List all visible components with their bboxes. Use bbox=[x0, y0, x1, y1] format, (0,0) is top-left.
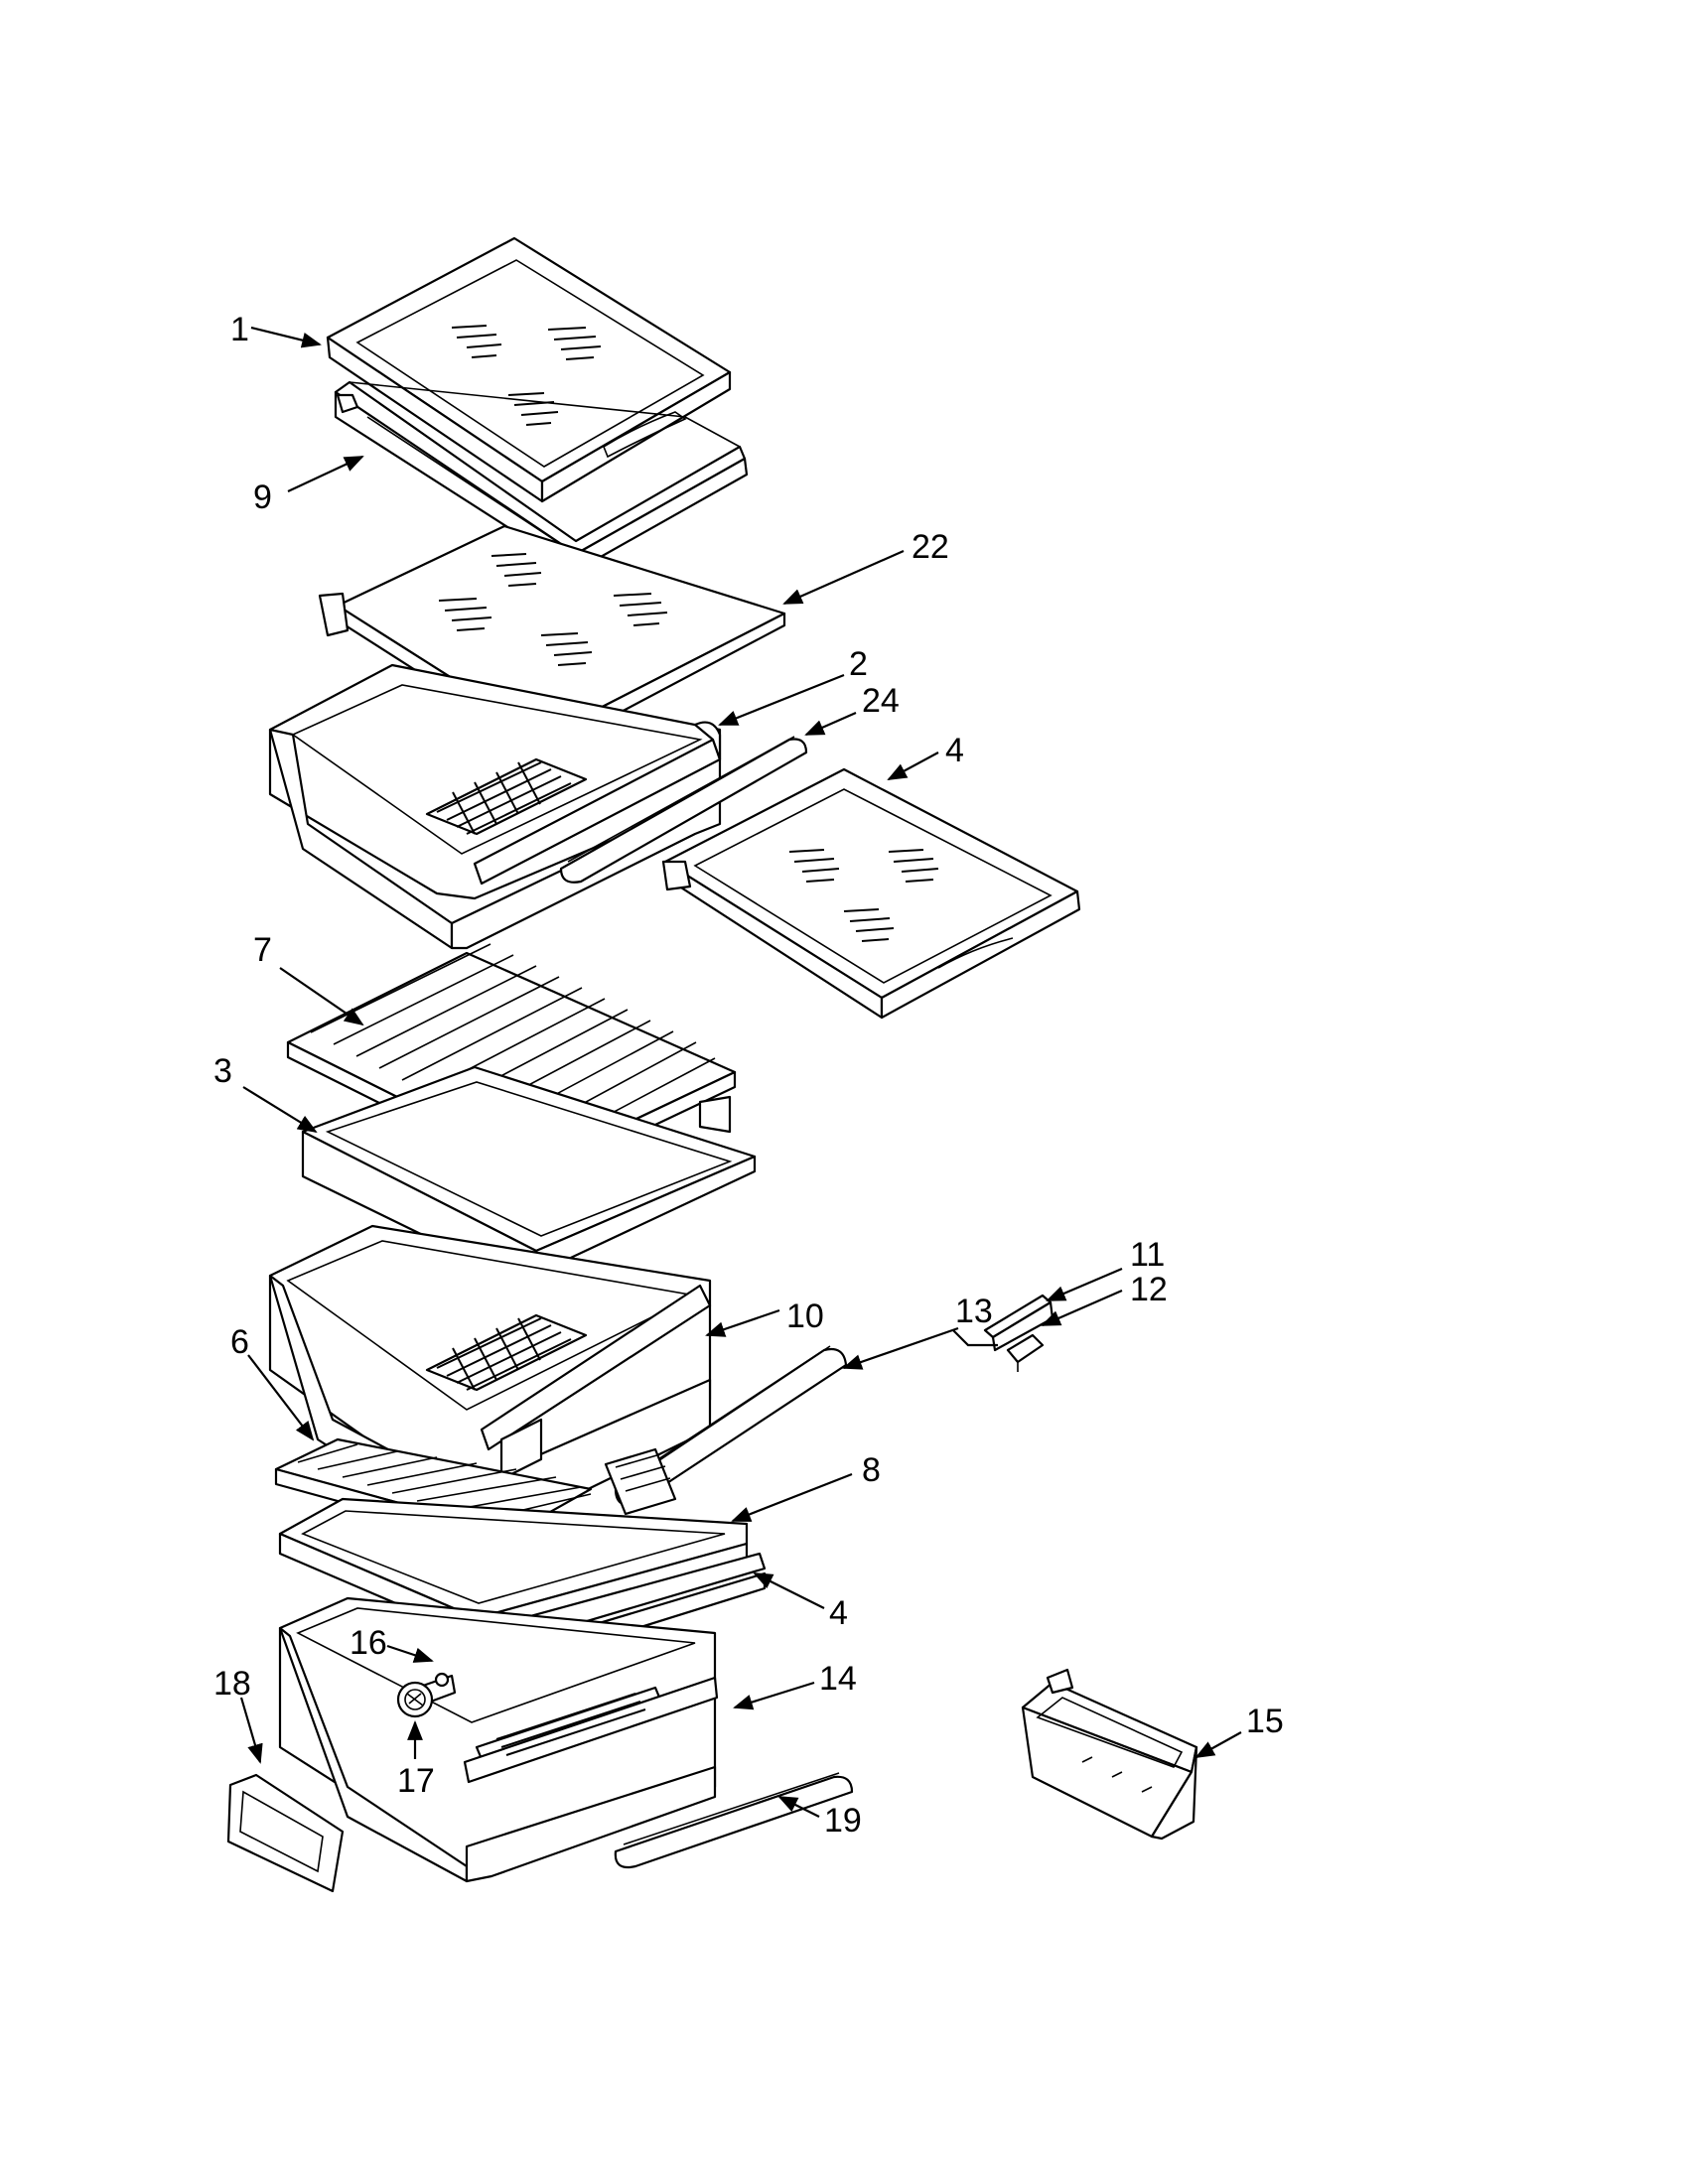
part-18-label-frame bbox=[226, 1773, 345, 1893]
callout-19: 19 bbox=[824, 1802, 862, 1840]
callout-12: 12 bbox=[1130, 1271, 1168, 1308]
part-4-upper-shelf bbox=[661, 767, 1081, 1020]
callout-7: 7 bbox=[253, 931, 272, 969]
part-11-clip bbox=[983, 1294, 1054, 1352]
callout-2: 2 bbox=[849, 645, 868, 683]
callout-10: 10 bbox=[786, 1297, 824, 1335]
callout-1: 1 bbox=[230, 311, 249, 348]
callout-9: 9 bbox=[253, 478, 272, 516]
part-12-clip bbox=[1006, 1333, 1045, 1372]
part-14-crisper-drawer bbox=[278, 1596, 719, 1883]
callout-18: 18 bbox=[213, 1665, 251, 1703]
part-2-crisper-drawer bbox=[268, 663, 722, 950]
callout-13: 13 bbox=[955, 1293, 993, 1330]
callout-17: 17 bbox=[397, 1762, 435, 1800]
callout-11: 11 bbox=[1130, 1236, 1165, 1274]
callout-3: 3 bbox=[213, 1052, 232, 1090]
part-15-storage-bin bbox=[1021, 1668, 1198, 1841]
callout-24: 24 bbox=[862, 682, 900, 720]
callout-8: 8 bbox=[862, 1451, 881, 1489]
callout-14: 14 bbox=[819, 1660, 857, 1698]
callout-22: 22 bbox=[912, 528, 949, 566]
part-1-glass-shelf bbox=[326, 236, 732, 503]
part-17-control-knob bbox=[396, 1681, 434, 1718]
callout-labels: 1 9 22 2 24 4 7 3 11 12 13 10 6 8 4 16 1… bbox=[213, 311, 1284, 1840]
callout-16: 16 bbox=[350, 1624, 387, 1662]
part-24-trim-rail bbox=[559, 736, 808, 884]
callout-4-lower: 4 bbox=[829, 1594, 848, 1632]
callout-15: 15 bbox=[1246, 1703, 1284, 1740]
callout-6: 6 bbox=[230, 1323, 249, 1361]
leader-lines bbox=[239, 326, 1242, 1818]
callout-4-upper: 4 bbox=[945, 732, 964, 769]
